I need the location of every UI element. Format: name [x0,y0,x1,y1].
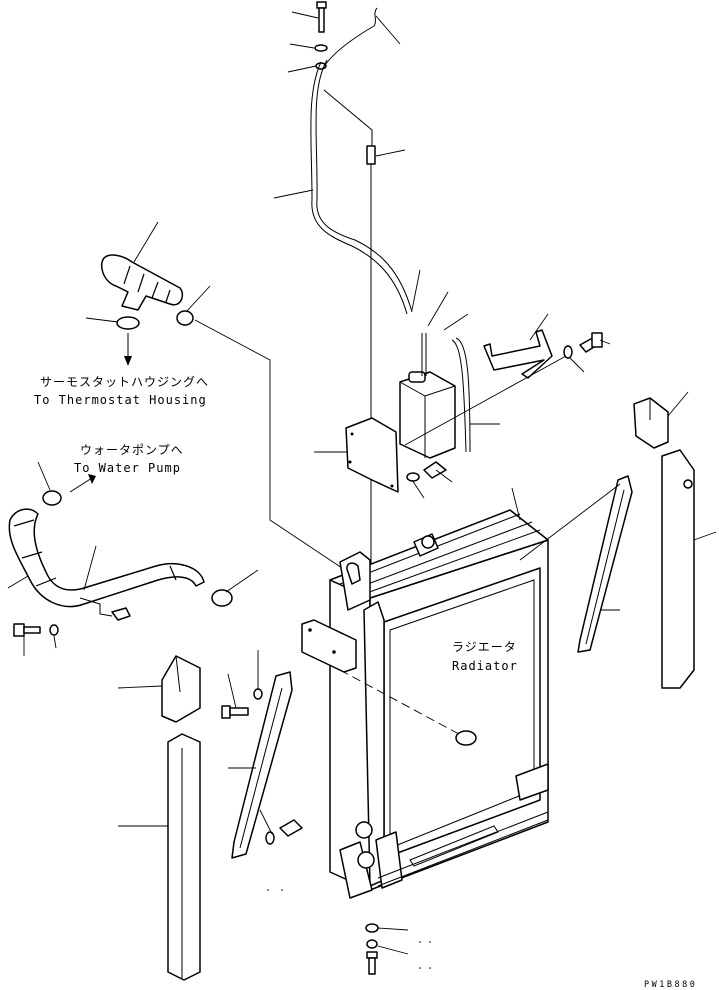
thermostat-label-jp: サーモスタットハウジングへ [40,375,209,389]
tank-bolt [563,332,603,359]
radiator-label-en: Radiator [452,659,518,673]
radiator-mount-bracket [301,619,357,673]
stay-bolt-upper [221,688,263,719]
thermostat-arrow [124,333,132,366]
radiator-inlet [455,730,477,746]
left-seal-block [161,655,201,723]
bottom-bolt-group [365,923,379,975]
thermostat-label-en: To Thermostat Housing [34,393,207,407]
hose-bolt [13,623,59,637]
lower-hose [8,508,233,621]
overflow-pipe [311,89,413,582]
inlet-centerline [339,669,471,741]
stay-bolt-lower [265,819,303,845]
tank-bracket [483,329,553,379]
top-bolt-group [310,1,378,201]
plate-bolt [406,461,447,482]
waterpump-label-en: To Water Pump [74,461,181,475]
left-seal-post [167,733,201,981]
radiator-body [329,509,549,899]
hose-clamp-left [42,490,62,506]
right-cover-cap [633,397,669,449]
stay-rod-left [231,671,293,859]
callout-leaders [7,11,717,955]
right-side-panel [661,449,695,689]
reserve-tank [399,333,471,459]
waterpump-arrow [69,474,96,493]
stay-rod-right [577,475,633,653]
drawing-code: PW1B880 [644,980,697,990]
radiator-label-jp: ラジエータ [452,640,517,654]
waterpump-label-jp: ウォータポンプへ [80,443,184,457]
upper-hose [100,254,194,330]
tank-cover-plate [345,417,399,493]
reference-dots [267,889,431,969]
